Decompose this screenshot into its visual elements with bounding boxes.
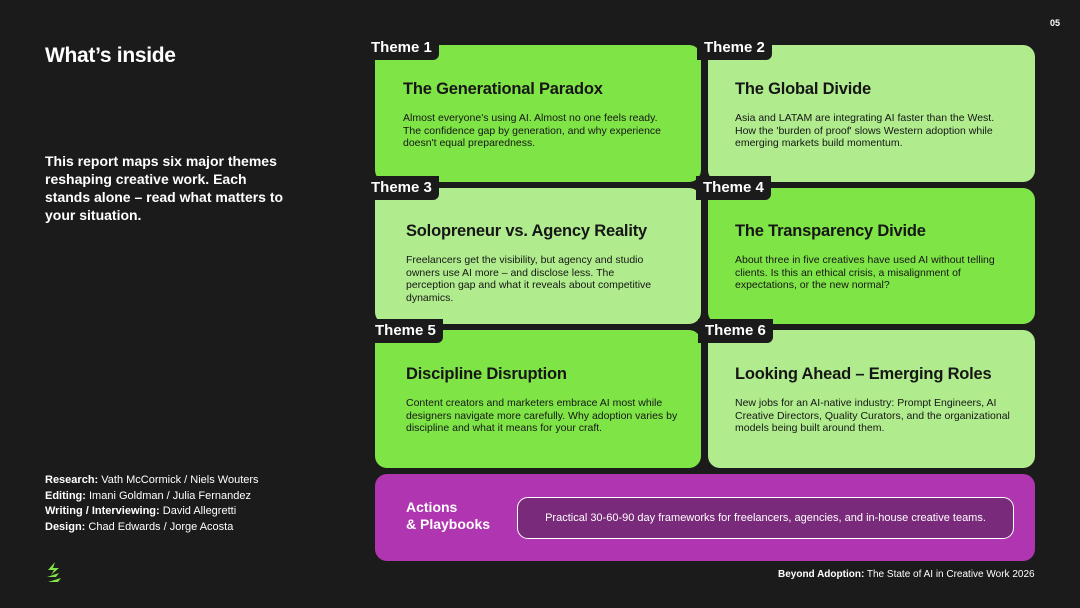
theme-title: Discipline Disruption — [406, 365, 567, 383]
page-number: 05 — [1050, 18, 1061, 28]
lightning-logo-icon — [47, 562, 61, 582]
theme-tab: Theme 3 — [364, 176, 439, 200]
footer-rest: The State of AI in Creative Work 2026 — [866, 569, 1035, 580]
theme-title: The Transparency Divide — [735, 222, 926, 240]
credit-editing: Editing: Imani Goldman / Julia Fernandez — [45, 489, 259, 505]
theme-description: Freelancers get the visibility, but agen… — [406, 254, 652, 304]
actions-playbooks-banner[interactable]: Actions & Playbooks Practical 30-60-90 d… — [375, 474, 1035, 561]
theme-description: About three in five creatives have used … — [735, 254, 995, 291]
theme-card-3[interactable]: Solopreneur vs. Agency Reality Freelance… — [375, 188, 701, 324]
credit-writing: Writing / Interviewing: David Allegretti — [45, 504, 259, 520]
actions-label: Actions & Playbooks — [406, 499, 490, 533]
actions-label-line1: Actions — [406, 499, 458, 515]
theme-title: The Generational Paradox — [403, 80, 603, 98]
credit-role: Writing / Interviewing: — [45, 505, 160, 517]
theme-card-4[interactable]: The Transparency Divide About three in f… — [708, 188, 1035, 324]
credit-names: David Allegretti — [162, 505, 237, 517]
actions-label-line2: & Playbooks — [406, 516, 491, 532]
credit-role: Design: — [45, 520, 86, 533]
theme-tab: Theme 6 — [698, 319, 773, 343]
page-title: What’s inside — [45, 44, 176, 67]
credit-research: Research: Vath McCormick / Niels Wouters — [45, 473, 259, 489]
credit-role: Editing: — [45, 489, 86, 502]
credit-names: Chad Edwards / Jorge Acosta — [88, 520, 234, 533]
footer-report-title: Beyond Adoption: The State of AI in Crea… — [778, 569, 1035, 580]
theme-description: Almost everyone's using AI. Almost no on… — [403, 112, 662, 149]
theme-tab: Theme 4 — [696, 176, 771, 200]
theme-description: New jobs for an AI-native industry: Prom… — [735, 397, 1010, 434]
credit-design: Design: Chad Edwards / Jorge Acosta — [45, 520, 259, 536]
theme-card-5[interactable]: Discipline Disruption Content creators a… — [375, 330, 701, 468]
theme-tab: Theme 5 — [368, 319, 443, 343]
actions-description-pill: Practical 30-60-90 day frameworks for fr… — [517, 497, 1014, 539]
theme-tab: Theme 2 — [697, 36, 772, 60]
theme-card-1[interactable]: The Generational Paradox Almost everyone… — [375, 45, 701, 182]
footer-bold: Beyond Adoption: — [778, 569, 865, 580]
intro-text: This report maps six major themes reshap… — [45, 153, 284, 223]
theme-card-6[interactable]: Looking Ahead – Emerging Roles New jobs … — [708, 330, 1035, 468]
theme-title: Looking Ahead – Emerging Roles — [735, 365, 992, 383]
credit-names: Vath McCormick / Niels Wouters — [101, 474, 259, 486]
theme-description: Asia and LATAM are integrating AI faster… — [735, 112, 995, 149]
credits: Research: Vath McCormick / Niels Wouters… — [45, 473, 259, 535]
theme-title: The Global Divide — [735, 80, 871, 98]
theme-title: Solopreneur vs. Agency Reality — [406, 222, 647, 240]
credit-role: Research: — [45, 474, 99, 486]
credit-names: Imani Goldman / Julia Fernandez — [89, 489, 252, 502]
theme-tab: Theme 1 — [364, 36, 439, 60]
theme-card-2[interactable]: The Global Divide Asia and LATAM are int… — [708, 45, 1035, 182]
theme-description: Content creators and marketers embrace A… — [406, 397, 678, 434]
